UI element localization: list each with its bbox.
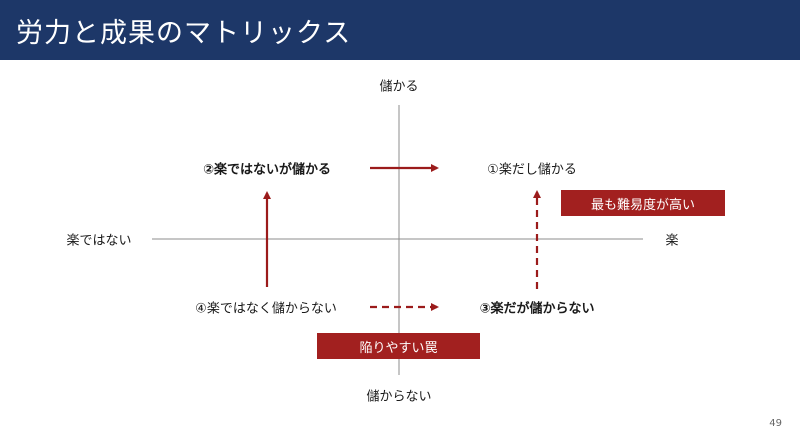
quadrant-label-q3: ③楽だが儲からない xyxy=(479,301,595,317)
axis-label-top: 儲かる xyxy=(379,79,419,95)
slide-title: 労力と成果のマトリックス xyxy=(16,18,352,49)
title-bar: 労力と成果のマトリックス xyxy=(0,0,800,60)
tag-trap-label: 陥りやすい罠 xyxy=(359,340,438,356)
quadrant-label-q2: ②楽ではないが儲かる xyxy=(202,162,332,178)
quadrant-label-q1: ①楽だし儲かる xyxy=(487,162,577,178)
axis-label-left: 楽ではない xyxy=(66,233,132,249)
axis-label-right: 楽 xyxy=(665,233,679,249)
tag-hardest: 最も難易度が高い xyxy=(561,190,725,216)
quadrant-label-q4: ④楽ではなく儲からない xyxy=(195,301,337,317)
tag-trap: 陥りやすい罠 xyxy=(317,333,480,359)
axis-label-bottom: 儲からない xyxy=(366,389,432,405)
page-number: 49 xyxy=(769,418,782,429)
tag-hardest-label: 最も難易度が高い xyxy=(590,197,695,213)
